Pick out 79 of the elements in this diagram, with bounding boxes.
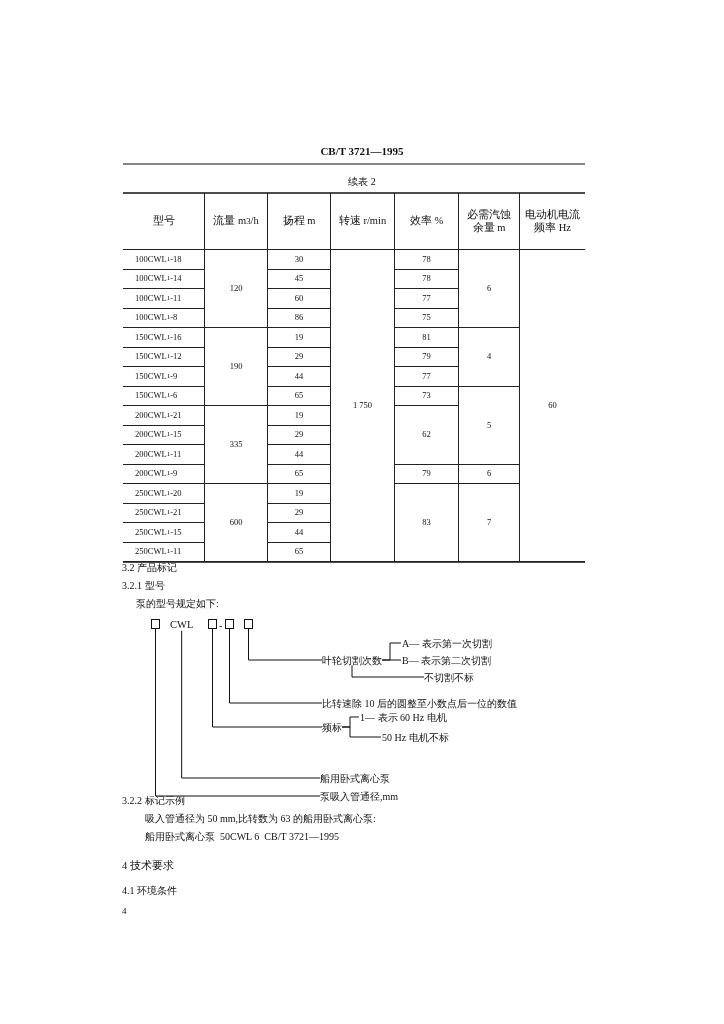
table-cell: 86	[268, 308, 331, 328]
code-box	[151, 619, 160, 629]
table-cell: 78	[395, 269, 459, 289]
table-cell: 6	[459, 250, 520, 328]
table-cell: 75	[395, 308, 459, 328]
leader-line	[212, 628, 323, 728]
table-cell: 29	[268, 503, 331, 523]
body-text: 泵的型号规定如下:	[136, 597, 219, 609]
leader-line	[155, 628, 321, 797]
leader-line	[181, 630, 321, 779]
table-cell: 4	[459, 328, 520, 387]
table-cell: 30	[268, 250, 331, 270]
table-cell: 29	[268, 425, 331, 445]
leader-line	[229, 628, 323, 704]
description-text: 叶轮切割次数	[322, 654, 382, 666]
body-text: 船用卧式离心泵 50CWL 6 CB/T 3721—1995	[145, 830, 339, 842]
leader-line	[351, 665, 425, 678]
table-cell: 65	[268, 464, 331, 484]
description-text: 频标	[322, 721, 342, 733]
table-header-cell: 效率 %	[395, 193, 459, 250]
page-number: 4	[122, 907, 127, 917]
table-cell: 7	[459, 484, 520, 562]
table-cell: 73	[395, 386, 459, 406]
description-text: B— 表示第二次切割	[402, 654, 492, 666]
code-box	[225, 619, 234, 629]
table-cell: 77	[395, 289, 459, 309]
description-text: A— 表示第一次切割	[402, 637, 492, 649]
section-heading: 4.1 环境条件	[122, 884, 177, 896]
section-heading: 3.2.2 标记示例	[122, 794, 185, 806]
table-cell: 190	[205, 328, 268, 406]
table-cell: 335	[205, 406, 268, 484]
table-cell: 19	[268, 484, 331, 504]
table-cell: 1 750	[331, 250, 395, 562]
table-cell: 45	[268, 269, 331, 289]
table-header-cell: 必需汽蚀余量 m	[459, 193, 520, 250]
table-cell: 79	[395, 347, 459, 367]
table-cell: 44	[268, 367, 331, 387]
section-heading: 3.2.1 型号	[122, 579, 165, 591]
page-header: CB/T 3721—1995	[320, 144, 404, 158]
table-cell: 19	[268, 406, 331, 426]
table-cell: 60	[520, 250, 585, 562]
table-cell: 81	[395, 328, 459, 348]
description-text: 泵吸入管通径,mm	[320, 790, 399, 802]
section-heading: 3.2 产品标记	[122, 561, 177, 573]
description-text: 船用卧式离心泵	[320, 772, 390, 784]
table-cell: 65	[268, 386, 331, 406]
code-box	[244, 619, 253, 629]
table-header-cell: 转速 r/min	[331, 193, 395, 250]
table-header-cell: 电动机电流频率 Hz	[520, 193, 585, 250]
code-box	[208, 619, 217, 629]
table-cell: 83	[395, 484, 459, 562]
table-cell: 77	[395, 367, 459, 387]
table-cell: 79	[395, 464, 459, 484]
table-cell: 60	[268, 289, 331, 309]
hyphen: -	[219, 619, 223, 631]
table-cell: 120	[205, 250, 268, 328]
description-text: 1— 表示 60 Hz 电机	[360, 711, 447, 723]
table-cell: 19	[268, 328, 331, 348]
table-cell: 600	[205, 484, 268, 562]
code-letters: CWL	[170, 619, 194, 631]
table-header-cell: 扬程 m	[268, 193, 331, 250]
table-cell: 62	[395, 406, 459, 465]
body-text: 吸入管通径为 50 mm,比转数为 63 的船用卧式离心泵:	[145, 812, 376, 824]
leader-line	[381, 659, 402, 661]
leader-line	[248, 628, 323, 661]
section-heading: 4 技术要求	[122, 860, 174, 872]
leader-line	[341, 726, 382, 738]
description-text: 不切割不标	[424, 671, 474, 683]
table-cell: 6	[459, 464, 520, 484]
table-cell: 65	[268, 542, 331, 562]
table-title: 续表 2	[348, 175, 376, 187]
table-header-cell: 型号	[123, 193, 205, 250]
table-cell: 29	[268, 347, 331, 367]
description-text: 比转速除 10 后的圆整至小数点后一位的数值	[322, 697, 517, 709]
table-cell: 44	[268, 445, 331, 465]
description-text: 50 Hz 电机不标	[382, 731, 449, 743]
table-cell: 5	[459, 386, 520, 465]
table-cell: 44	[268, 523, 331, 543]
table-cell: 78	[395, 250, 459, 270]
